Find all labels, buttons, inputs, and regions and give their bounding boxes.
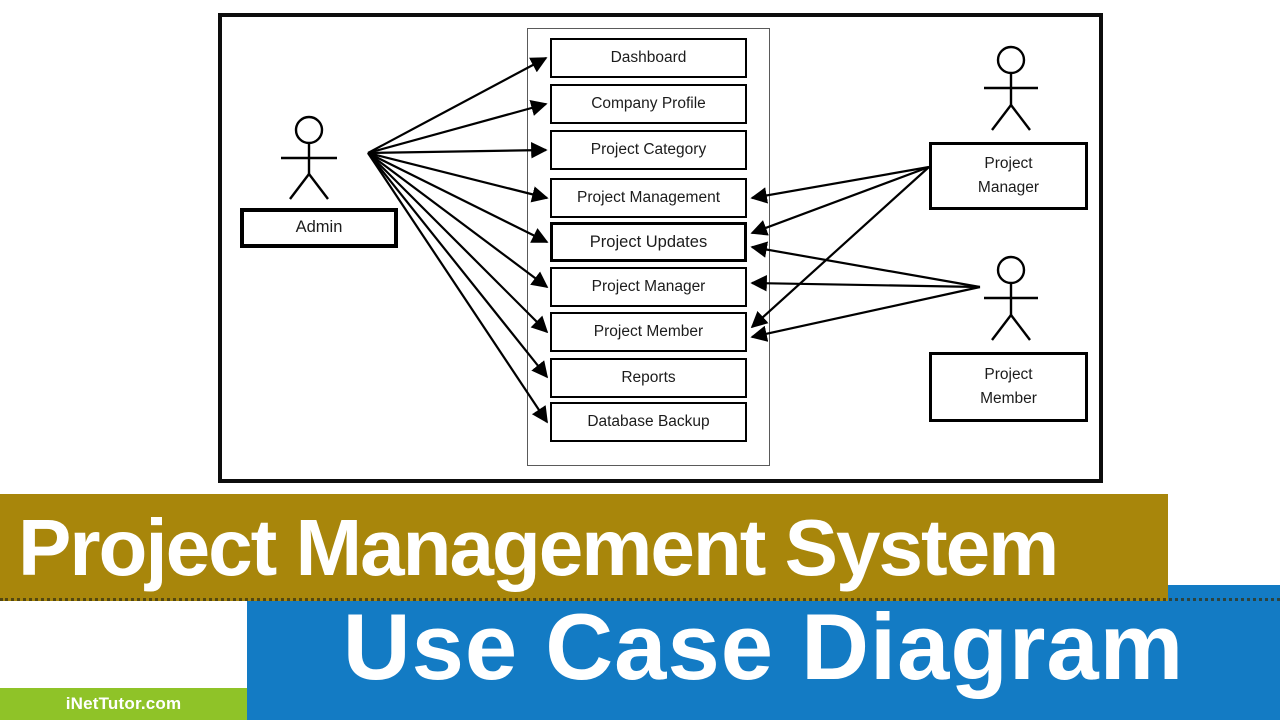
use-case-database-backup: Database Backup — [550, 402, 747, 442]
subtitle-text: Use Case Diagram — [342, 593, 1185, 699]
use-case-company-profile: Company Profile — [550, 84, 747, 124]
use-case-project-member: Project Member — [550, 312, 747, 352]
actor-label-project-member: Project Member — [929, 352, 1088, 422]
use-case-reports: Reports — [550, 358, 747, 398]
actor-label-project-manager: Project Manager — [929, 142, 1088, 210]
use-case-project-category: Project Category — [550, 130, 747, 170]
actor-label-admin: Admin — [240, 208, 398, 248]
title-banner: Project Management System — [0, 494, 1168, 601]
subtitle-banner: Use Case Diagram — [247, 585, 1280, 720]
use-case-project-updates: Project Updates — [550, 222, 747, 262]
title-text: Project Management System — [18, 502, 1059, 592]
watermark-bar: iNetTutor.com — [0, 688, 247, 720]
actor-label-project-manager-text: Project Manager — [977, 154, 1040, 196]
watermark-text: iNetTutor.com — [65, 694, 182, 713]
use-case-dashboard: Dashboard — [550, 38, 747, 78]
use-case-project-manager: Project Manager — [550, 267, 747, 307]
actor-label-admin-text: Admin — [295, 218, 343, 237]
actor-label-project-member-text: Project Member — [980, 365, 1037, 407]
banner-dotted-divider — [0, 598, 1280, 601]
use-case-project-management: Project Management — [550, 178, 747, 218]
